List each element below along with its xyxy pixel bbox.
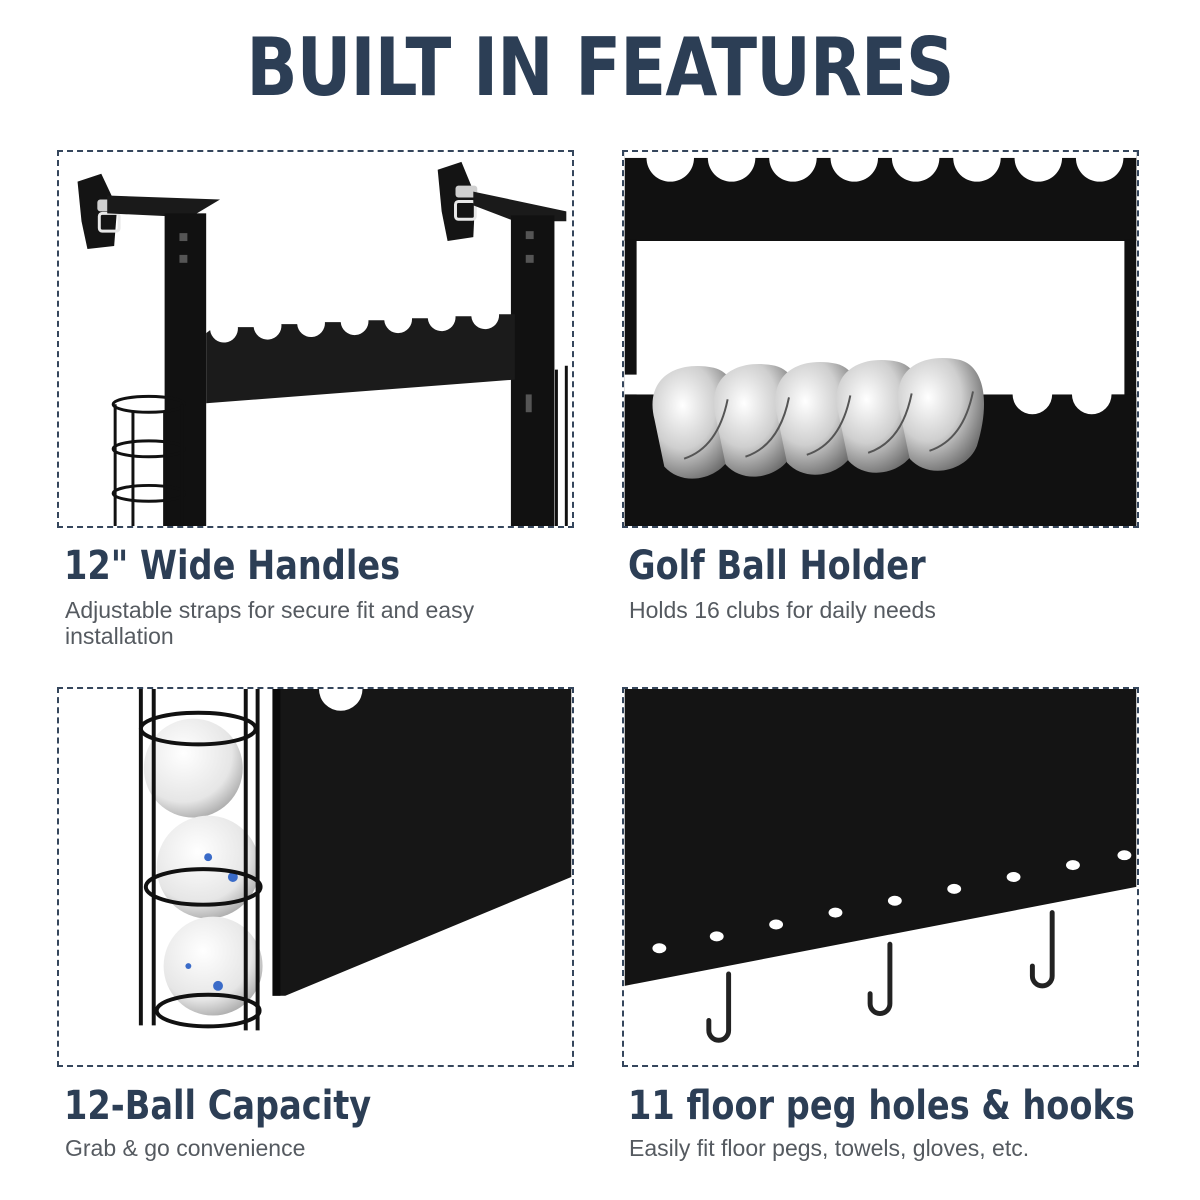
feature-desc-club-holder: Holds 16 clubs for daily needs [629,597,936,623]
golf-ball-1 [143,718,243,818]
feature-title-ball-capacity: 12-Ball Capacity [64,1083,372,1129]
feature-image-ball-capacity [57,687,574,1067]
feature-title-peg-holes: 11 floor peg holes & hooks [628,1083,1135,1129]
ball-cage-wires [138,689,263,1031]
right-strap-buckle [455,185,478,198]
feature-title-wide-handles: 12" Wide Handles [64,543,401,589]
back-panel [624,689,1137,986]
page-title: BUILT IN FEATURES [246,21,954,114]
club-head-5 [897,358,985,471]
rack-handles-illustration [77,161,568,526]
club-slot-bar [206,314,515,404]
feature-title-club-holder: Golf Ball Holder [628,543,926,589]
club-holder-illustration [624,152,1137,526]
right-top-hook [473,191,567,222]
feature-image-peg-holes [622,687,1139,1067]
right-upright [510,215,555,526]
ball-cage-illustration [138,689,572,1031]
side-panel [272,689,572,996]
golf-ball-3 [163,916,263,1016]
peg-holes-illustration [624,689,1137,1043]
left-top-hook [107,195,221,218]
feature-desc-peg-holes: Easily fit floor pegs, towels, gloves, e… [629,1135,1030,1161]
left-upright [164,213,207,526]
feature-image-wide-handles [57,150,574,528]
feature-desc-ball-capacity: Grab & go convenience [65,1135,306,1161]
peg-holes [652,850,1132,954]
top-slot-bar [624,152,1137,242]
hooks [706,910,1055,1043]
ball-cage [111,394,186,526]
club-heads [652,358,985,479]
feature-desc-wide-handles: Adjustable straps for secure fit and eas… [65,597,475,649]
golf-ball-2 [156,815,260,919]
feature-image-club-holder [622,150,1139,528]
